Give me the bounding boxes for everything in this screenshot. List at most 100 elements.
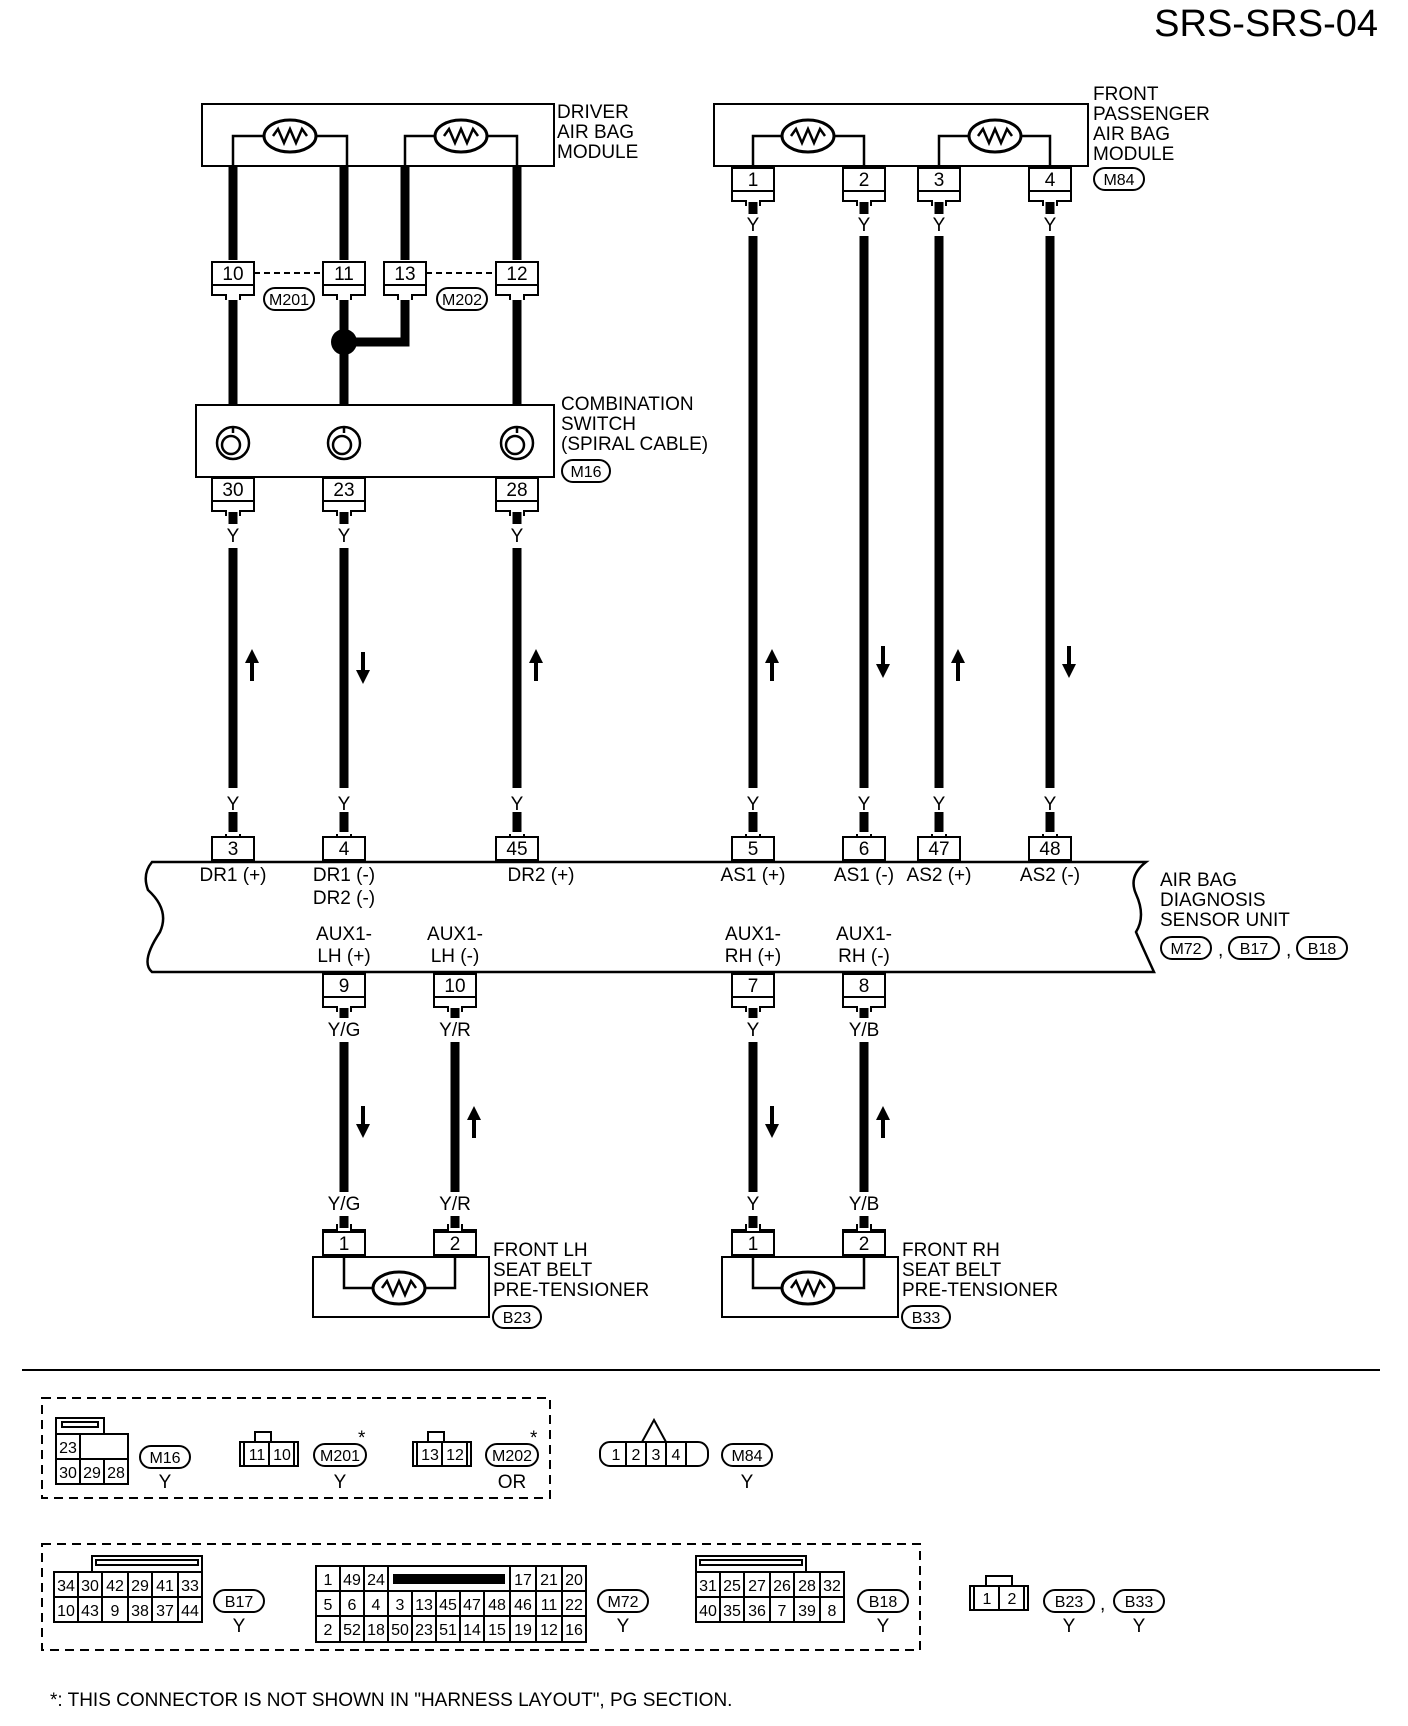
- m16-pin-30: 30: [222, 480, 243, 501]
- current-down-arrow-icon: [876, 646, 890, 678]
- sensor-pin-6: 6: [859, 839, 870, 860]
- m72-face-pin-2: 2: [324, 1622, 333, 1639]
- b17-badge: [1228, 936, 1280, 960]
- b17-face-pin-43: 43: [81, 1603, 99, 1620]
- b18-face-pin-31: 31: [699, 1578, 717, 1595]
- passenger-module-label-1: FRONT: [1093, 84, 1159, 105]
- b17-face-pin-37: 37: [156, 1603, 174, 1620]
- b18-face-pin-28: 28: [798, 1578, 816, 1595]
- b33-pin-1: 1: [748, 1234, 759, 1255]
- terminal-dr1-minus: DR1 (-): [313, 865, 375, 886]
- m72-face-pin-13: 13: [415, 1597, 433, 1614]
- b33-badge: [901, 1305, 951, 1329]
- current-up-arrow-icon: [467, 1106, 481, 1138]
- b18-badge-text: B18: [1308, 941, 1337, 958]
- m72-face-pin-19: 19: [514, 1622, 532, 1639]
- b17-face-pin-10: 10: [57, 1603, 75, 1620]
- b18-face-pin-36: 36: [748, 1603, 766, 1620]
- m84-pin-4: 4: [1045, 170, 1056, 191]
- m72-face-pin-12: 12: [540, 1622, 558, 1639]
- current-up-arrow-icon: [245, 649, 259, 681]
- driver-inflator-1-resistor-icon: [262, 118, 318, 154]
- current-down-arrow-icon: [356, 652, 370, 684]
- m16-face-badge-text: M16: [149, 1450, 180, 1467]
- sensor-unit-label-1: AIR BAG: [1160, 870, 1237, 891]
- wire-color-as2m-bottom: Y: [1044, 794, 1057, 815]
- current-down-arrow-icon: [1062, 646, 1076, 678]
- sensor-unit-top-pins: [211, 834, 1072, 861]
- m84-face-badge-text: M84: [731, 1448, 762, 1465]
- b23-face-badge-text: B23: [1055, 1594, 1084, 1611]
- current-down-arrow-icon: [765, 1106, 779, 1138]
- sensor-pin-47: 47: [928, 839, 949, 860]
- b17-face-pin-30: 30: [81, 1578, 99, 1595]
- b17-face-pin-44: 44: [181, 1603, 199, 1620]
- b18-face-pin-25: 25: [723, 1578, 741, 1595]
- splice-point: [331, 329, 357, 355]
- passenger-module-label-4: MODULE: [1093, 144, 1174, 165]
- m16-face-pin-23: 23: [59, 1440, 77, 1457]
- b17-face-pin-38: 38: [131, 1603, 149, 1620]
- m72-face-pin-4: 4: [372, 1597, 381, 1614]
- b17-face-pin-9: 9: [111, 1603, 120, 1620]
- sensor-pin-4: 4: [339, 839, 350, 860]
- m16-face-badge: [139, 1445, 191, 1469]
- m202-face-badge-text: M202: [492, 1448, 532, 1465]
- wire-color-as1p-bottom: Y: [747, 794, 760, 815]
- m72-face-pin-50: 50: [391, 1622, 409, 1639]
- m84-connector-face: [599, 1417, 709, 1467]
- m201-pin-11: 11: [334, 264, 354, 285]
- b23-b33-face-pin-1: 1: [983, 1591, 992, 1608]
- terminal-dr1-plus: DR1 (+): [199, 865, 266, 886]
- wire-color-lh-minus-bottom: Y/R: [439, 1194, 471, 1215]
- lh-pretensioner-label-2: SEAT BELT: [493, 1260, 593, 1281]
- m84-pin-3: 3: [934, 170, 945, 191]
- m201-badge: [263, 287, 315, 311]
- m72-face-pin-18: 18: [367, 1622, 385, 1639]
- pretensioner-wires: [339, 1008, 869, 1228]
- terminal-aux1-rh-minus-2: RH (-): [838, 946, 890, 967]
- m84-badge: [1093, 167, 1145, 191]
- b17-face-badge: [213, 1589, 265, 1613]
- m72-face-pin-22: 22: [565, 1597, 583, 1614]
- wire-color-dr1m-top: Y: [338, 526, 351, 547]
- wire-color-dr1m-bottom: Y: [338, 794, 351, 815]
- m16-badge-text: M16: [570, 464, 601, 481]
- wire-color-as2p-top: Y: [933, 215, 946, 236]
- b18-face-badge-text: B18: [869, 1594, 898, 1611]
- terminal-aux1-lh-minus-2: LH (-): [431, 946, 480, 967]
- driver-lower-wires: [228, 512, 522, 832]
- m72-face-pin-45: 45: [439, 1597, 457, 1614]
- b17-face-pin-34: 34: [57, 1578, 75, 1595]
- terminal-aux1-rh-minus-1: AUX1-: [836, 924, 892, 945]
- m84-face-badge: [721, 1443, 773, 1467]
- m201-pin-10: 10: [222, 264, 243, 285]
- sensor-pin-9: 9: [339, 976, 350, 997]
- comma-2: ,: [1286, 940, 1291, 961]
- m16-pin-28: 28: [506, 480, 527, 501]
- m72-badge: [1160, 936, 1212, 960]
- m202-pin-13: 13: [394, 264, 415, 285]
- wire-color-as1m-top: Y: [858, 215, 871, 236]
- rh-pretensioner-label-2: SEAT BELT: [902, 1260, 1002, 1281]
- terminal-as1-plus: AS1 (+): [721, 865, 786, 886]
- current-up-arrow-icon: [765, 649, 779, 681]
- m72-face-pin-16: 16: [565, 1622, 583, 1639]
- combination-switch-label-3: (SPIRAL CABLE): [561, 434, 708, 455]
- m16-face-color: Y: [159, 1472, 172, 1493]
- wire-color-dr1p-top: Y: [227, 526, 240, 547]
- b33-face-color: Y: [1133, 1616, 1146, 1637]
- b18-face-pin-26: 26: [773, 1578, 791, 1595]
- b23-badge: [492, 1305, 542, 1329]
- footnote: *: THIS CONNECTOR IS NOT SHOWN IN "HARNE…: [50, 1690, 732, 1711]
- sensor-unit-label-2: DIAGNOSIS: [1160, 890, 1266, 911]
- wire-color-lh-plus-top: Y/G: [328, 1020, 361, 1041]
- m202-star: *: [530, 1428, 538, 1449]
- m201-face-pin-10: 10: [273, 1447, 291, 1464]
- combination-switch-label-2: SWITCH: [561, 414, 636, 435]
- current-up-arrow-icon: [529, 649, 543, 681]
- sensor-pin-48: 48: [1039, 839, 1060, 860]
- m16-face-pin-28: 28: [107, 1465, 125, 1482]
- wire-color-rh-minus-top: Y/B: [849, 1020, 880, 1041]
- m72-face-pin-21: 21: [540, 1572, 558, 1589]
